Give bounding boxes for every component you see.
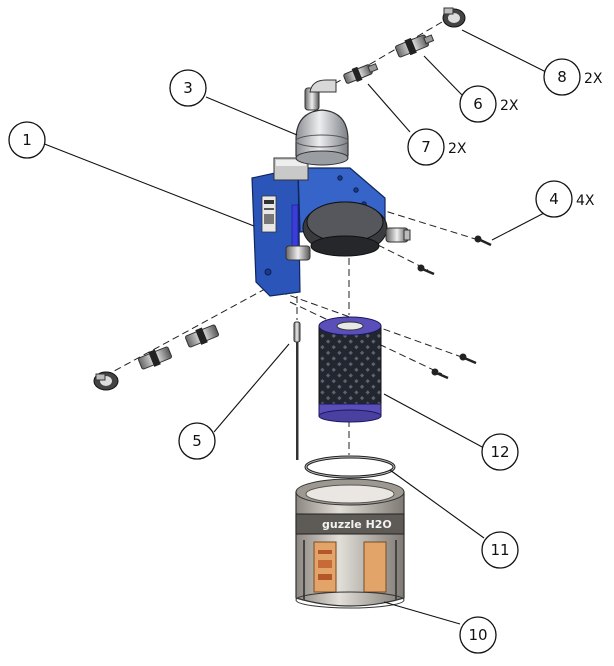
callout-3-number: 3: [183, 79, 193, 97]
callout-11-number: 11: [490, 541, 509, 559]
screw-part-4-b: [417, 264, 435, 276]
callout-1-number: 1: [22, 131, 32, 149]
callout-4: 4 4X: [535, 180, 595, 218]
dome-cap-part-3: [295, 79, 349, 166]
callout-1: 1: [8, 121, 46, 159]
callout-12-number: 12: [490, 443, 509, 461]
callout-7-quantity: 2X: [448, 141, 467, 157]
screw-part-4-d: [431, 368, 449, 380]
hose-clamp-lower: [93, 371, 119, 391]
callout-7-number: 7: [421, 138, 431, 156]
callout-7: 7 2X: [407, 128, 467, 166]
callout-3: 3: [169, 69, 207, 107]
barb-fitting-lower-b: [185, 324, 219, 348]
barb-fitting-part-7: [343, 63, 379, 84]
callout-6-number: 6: [473, 95, 483, 113]
callout-12: 12: [481, 433, 519, 471]
callout-8-quantity: 2X: [584, 71, 603, 87]
screw-part-4-a: [474, 235, 492, 247]
dip-tube-part-5: [293, 321, 301, 460]
screw-part-4-c: [459, 353, 477, 365]
callout-8-number: 8: [557, 68, 567, 86]
callout-6-quantity: 2X: [500, 98, 519, 114]
callout-10: 10: [459, 616, 497, 654]
callout-10-number: 10: [468, 626, 487, 644]
callout-leader-lines: [41, 29, 547, 625]
callout-8: 8 2X: [543, 58, 603, 96]
barb-fitting-lower-a: [138, 346, 172, 370]
hose-clamp-part-8: [442, 7, 466, 28]
housing-bracket-part-1: [251, 157, 411, 297]
callout-6: 6 2X: [459, 85, 519, 123]
callout-5-number: 5: [192, 432, 202, 450]
filter-cartridge-part-12: [318, 316, 382, 423]
canister-part-10: guzzle H2O: [295, 478, 405, 609]
canister-brand-label: guzzle H2O: [322, 518, 392, 531]
barb-fitting-part-6: [395, 34, 435, 58]
callout-4-quantity: 4X: [576, 193, 595, 209]
callout-5: 5: [178, 422, 216, 460]
o-ring-part-11: [304, 455, 396, 479]
callout-11: 11: [481, 531, 519, 569]
callout-4-number: 4: [549, 190, 559, 208]
